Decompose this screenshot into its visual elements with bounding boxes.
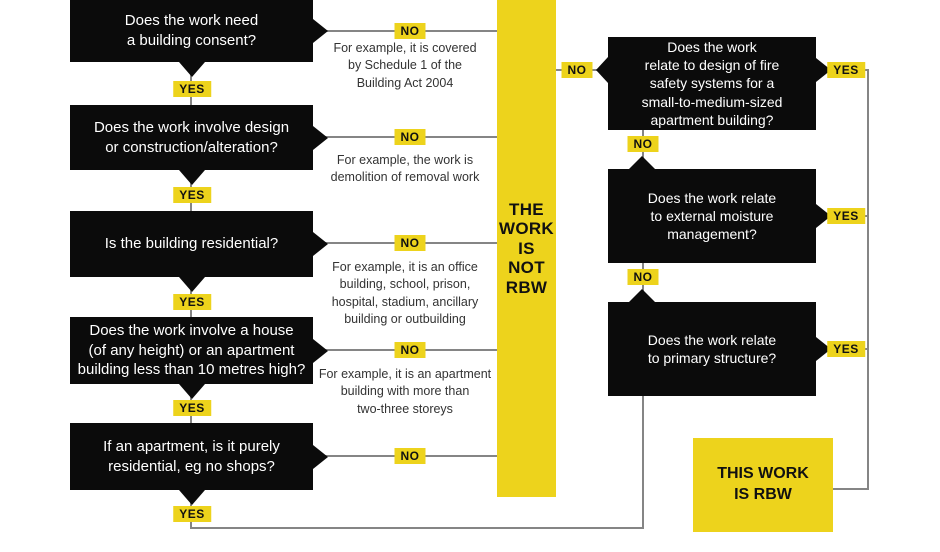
rbw-entry-line (833, 488, 869, 490)
question-text: Does the work need a building consent? (124, 12, 259, 49)
no-tag: NO (627, 136, 659, 152)
no-tag: NO (394, 129, 426, 145)
arrow-left-icon (596, 57, 608, 83)
bottom-connector-line (190, 527, 644, 529)
arrow-up-icon (629, 156, 655, 169)
no-tag: NO (394, 235, 426, 251)
arrow-down-icon (179, 170, 205, 185)
no-tag: NO (394, 448, 426, 464)
no-tag: NO (394, 23, 426, 39)
arrow-right-icon (313, 126, 328, 150)
arrow-down-icon (179, 490, 205, 505)
example-caption-demolition: For example, the work is demolition of r… (330, 153, 480, 185)
arrow-right-icon (313, 19, 328, 43)
arrow-right-icon (313, 445, 328, 469)
question-box-design-construction: Does the work involve design or construc… (70, 105, 313, 170)
example-caption-schedule1: For example, it is covered by Schedule 1… (333, 41, 477, 90)
yes-tag: YES (173, 400, 211, 416)
yes-tag: YES (827, 208, 865, 224)
arrow-down-icon (179, 277, 205, 292)
yes-tag: YES (173, 187, 211, 203)
arrow-down-icon (179, 384, 205, 399)
question-text: Is the building residential? (104, 235, 279, 253)
question-text: Does the work relate to external moistur… (647, 189, 777, 243)
no-tag: NO (627, 269, 659, 285)
question-text: Does the work involve design or construc… (93, 118, 290, 156)
not-rbw-box: THE WORK IS NOT RBW (497, 0, 556, 497)
question-box-purely-residential: If an apartment, is it purely residentia… (70, 423, 313, 490)
question-text: Does the work involve a house (of any he… (77, 321, 306, 379)
right-column-entry-line (642, 396, 644, 529)
yes-tag: YES (827, 341, 865, 357)
question-box-fire-safety: Does the work relate to design of fire s… (608, 37, 816, 130)
question-text: Does the work relate to design of fire s… (641, 39, 783, 128)
arrow-down-icon (179, 62, 205, 77)
right-yes-collector-line (867, 69, 869, 490)
example-caption-apartment-storeys: For example, it is an apartment building… (318, 367, 492, 416)
question-text: If an apartment, is it purely residentia… (103, 437, 280, 475)
not-rbw-text: THE WORK IS NOT RBW (498, 200, 555, 297)
arrow-right-icon (313, 232, 328, 256)
example-caption-non-residential: For example, it is an office building, s… (331, 260, 479, 326)
yes-tag: YES (173, 294, 211, 310)
arrow-right-icon (313, 339, 328, 363)
question-text: Does the work relate to primary structur… (647, 331, 777, 366)
yes-tag: YES (173, 81, 211, 97)
yes-tag: YES (827, 62, 865, 78)
question-box-external-moisture: Does the work relate to external moistur… (608, 169, 816, 263)
is-rbw-box: THIS WORK IS RBW (693, 438, 833, 532)
question-box-house-or-apartment: Does the work involve a house (of any he… (70, 317, 313, 384)
is-rbw-text: THIS WORK IS RBW (717, 465, 809, 503)
question-box-building-consent: Does the work need a building consent? (70, 0, 313, 62)
arrow-up-icon (629, 289, 655, 302)
no-tag: NO (561, 62, 593, 78)
question-box-primary-structure: Does the work relate to primary structur… (608, 302, 816, 396)
no-tag: NO (394, 342, 426, 358)
question-box-residential: Is the building residential? (70, 211, 313, 277)
yes-tag: YES (173, 506, 211, 522)
